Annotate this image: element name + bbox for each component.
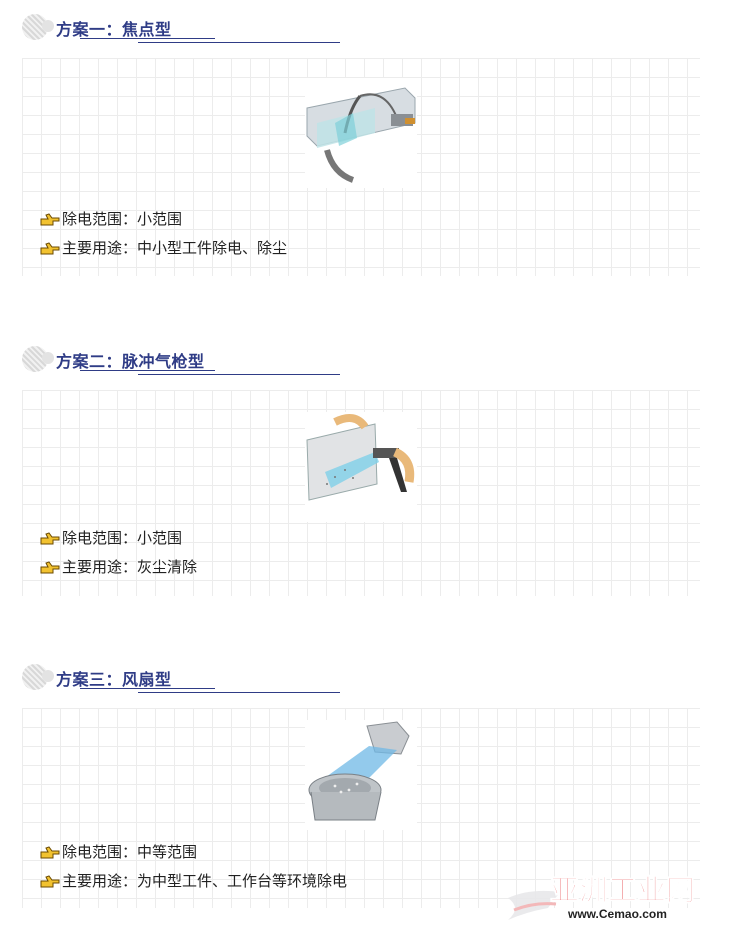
section-1-item-usage: 主要用途：中小型工件除电、除尘 (40, 237, 287, 259)
watermark-url: www.Cemao.com (567, 907, 667, 921)
section-1-panel: 除电范围：小范围 主要用途：中小型工件除电、除尘 (22, 58, 700, 276)
title-underline-long (138, 692, 340, 693)
section-1-header: 方案一：焦点型 (20, 14, 350, 54)
section-3-item-range: 除电范围：中等范围 (40, 841, 197, 863)
section-3-item-usage: 主要用途：为中型工件、工作台等环境除电 (40, 870, 347, 892)
pointing-hand-icon (40, 846, 60, 859)
focus-ionizer-image (305, 78, 417, 188)
pointing-hand-icon (40, 532, 60, 545)
title-underline-long (138, 42, 340, 43)
item-value: 中小型工件除电、除尘 (137, 239, 288, 257)
section-2-item-range: 除电范围：小范围 (40, 527, 182, 549)
item-label: 除电范围： (62, 210, 138, 228)
pointing-hand-icon (40, 561, 60, 574)
item-label: 除电范围： (62, 843, 138, 861)
item-label: 主要用途： (62, 558, 138, 576)
item-value: 中等范围 (137, 843, 198, 861)
section-3-header: 方案三：风扇型 (20, 664, 350, 704)
pointing-hand-icon (40, 875, 60, 888)
pointing-hand-icon (40, 242, 60, 255)
section-3-title: 方案三：风扇型 (56, 670, 172, 689)
title-underline (80, 370, 215, 371)
item-value: 灰尘清除 (137, 558, 198, 576)
section-2-item-usage: 主要用途：灰尘清除 (40, 556, 197, 578)
section-2-panel: 除电范围：小范围 主要用途：灰尘清除 (22, 390, 700, 596)
item-value: 小范围 (137, 210, 183, 228)
pulse-air-gun-image (305, 412, 417, 522)
bullet-circle-small-icon (42, 352, 54, 364)
item-value: 小范围 (137, 529, 183, 547)
section-2-header: 方案二：脉冲气枪型 (20, 346, 350, 386)
section-2-title: 方案二：脉冲气枪型 (56, 352, 205, 371)
title-underline (80, 688, 215, 689)
pointing-hand-icon (40, 213, 60, 226)
title-underline (80, 38, 215, 39)
fan-ionizer-image (305, 720, 417, 830)
section-3-panel: 除电范围：中等范围 主要用途：为中型工件、工作台等环境除电 (22, 708, 700, 908)
item-label: 主要用途： (62, 239, 138, 257)
item-label: 除电范围： (62, 529, 138, 547)
section-1-item-range: 除电范围：小范围 (40, 208, 182, 230)
title-underline-long (138, 374, 340, 375)
section-1-title: 方案一：焦点型 (56, 20, 172, 39)
item-label: 主要用途： (62, 872, 138, 890)
item-value: 为中型工件、工作台等环境除电 (137, 872, 348, 890)
bullet-circle-small-icon (42, 20, 54, 32)
watermark-brand: 亚洲工业网 (550, 873, 695, 907)
bullet-circle-small-icon (42, 670, 54, 682)
watermark-logo: 亚洲工业网 www.Cemao.com (508, 873, 696, 921)
